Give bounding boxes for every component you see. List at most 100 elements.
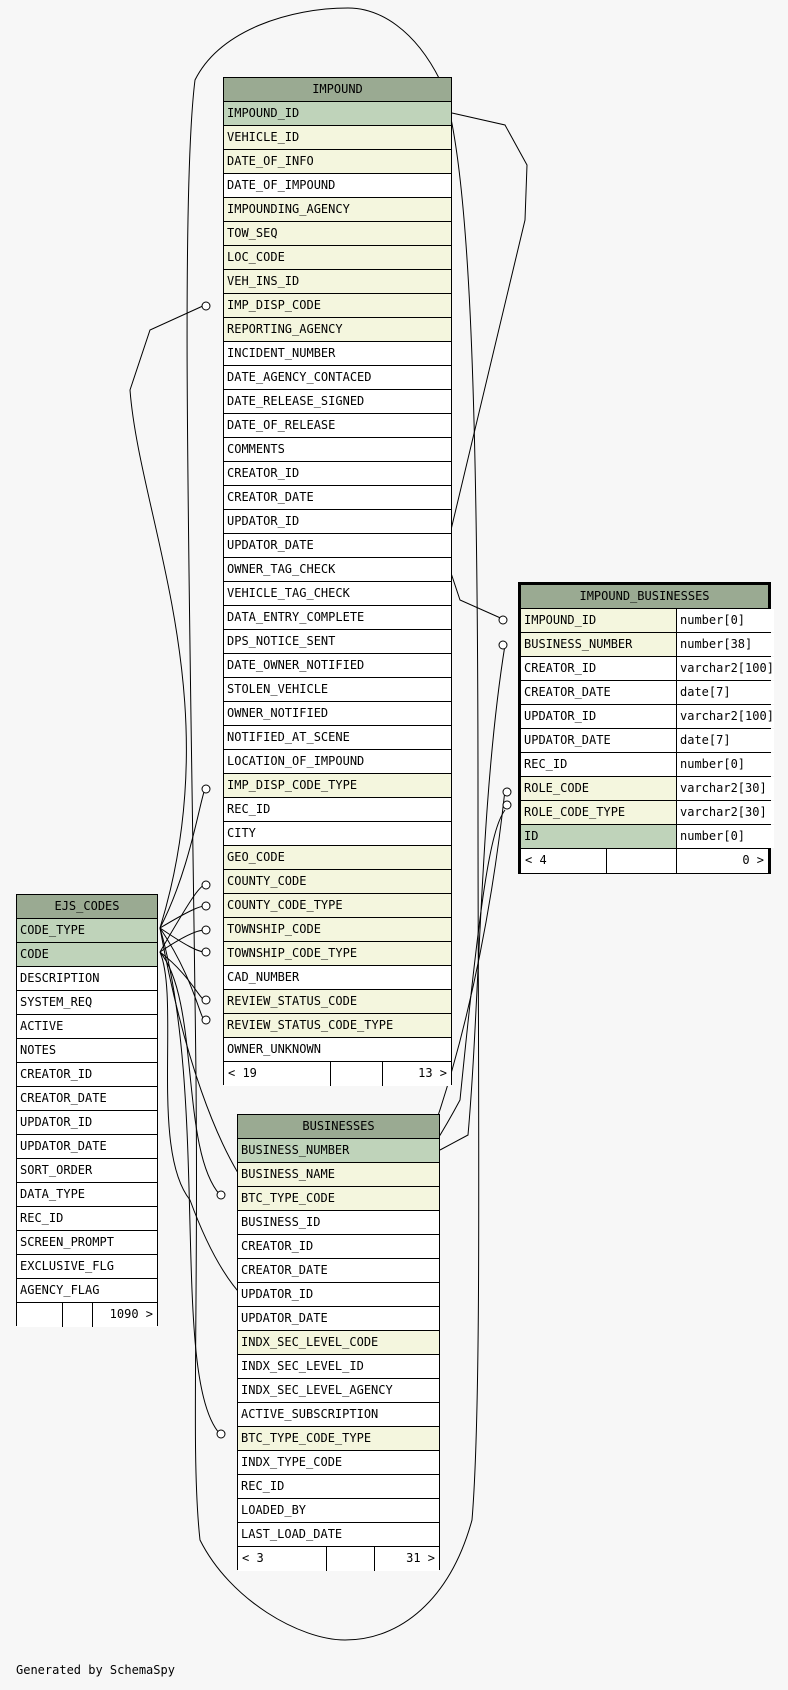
table-row[interactable]: STOLEN_VEHICLE (224, 678, 451, 702)
table-row[interactable]: UPDATOR_DATE (224, 534, 451, 558)
table-row[interactable]: OWNER_NOTIFIED (224, 702, 451, 726)
table-row[interactable]: SCREEN_PROMPT (17, 1231, 157, 1255)
column-name: GEO_CODE (227, 850, 285, 864)
column-name: ACTIVE_SUBSCRIPTION (241, 1407, 379, 1421)
table-row[interactable]: TOWNSHIP_CODE (224, 918, 451, 942)
table-row[interactable]: REVIEW_STATUS_CODE_TYPE (224, 1014, 451, 1038)
table-row[interactable]: LOADED_BY (238, 1499, 439, 1523)
column-name: BUSINESS_NUMBER (241, 1143, 350, 1157)
table-row[interactable]: ACTIVE (17, 1015, 157, 1039)
table-row[interactable]: CAD_NUMBER (224, 966, 451, 990)
table-row[interactable]: COUNTY_CODE_TYPE (224, 894, 451, 918)
table-row[interactable]: REPORTING_AGENCY (224, 318, 451, 342)
table-row[interactable]: CREATOR_DATE (224, 486, 451, 510)
table-row[interactable]: CODE (17, 943, 157, 967)
table-row[interactable]: DATE_OF_RELEASE (224, 414, 451, 438)
table-row[interactable]: DATE_OF_INFO (224, 150, 451, 174)
table-row[interactable]: UPDATOR_DATE (17, 1135, 157, 1159)
table-row[interactable]: DATE_OF_IMPOUND (224, 174, 451, 198)
table-row[interactable]: LOC_CODE (224, 246, 451, 270)
table-row[interactable]: BUSINESS_ID (238, 1211, 439, 1235)
table-row[interactable]: TOW_SEQ (224, 222, 451, 246)
table-row[interactable]: IMPOUND_ID (224, 102, 451, 126)
table-row[interactable]: NOTES (17, 1039, 157, 1063)
table-header[interactable]: BUSINESSES (238, 1115, 439, 1139)
table-row[interactable]: REVIEW_STATUS_CODE (224, 990, 451, 1014)
table-row[interactable]: IMP_DISP_CODE (224, 294, 451, 318)
table-row[interactable]: DATA_TYPE (17, 1183, 157, 1207)
table-row[interactable]: CREATOR_DATE (238, 1259, 439, 1283)
table-row[interactable]: UPDATOR_ID (17, 1111, 157, 1135)
table-row[interactable]: REC_ID (17, 1207, 157, 1231)
table-row[interactable]: INCIDENT_NUMBER (224, 342, 451, 366)
table-row[interactable]: NOTIFIED_AT_SCENE (224, 726, 451, 750)
column-name: INDX_SEC_LEVEL_CODE (241, 1335, 379, 1349)
table-row[interactable]: DESCRIPTION (17, 967, 157, 991)
table-row[interactable]: SYSTEM_REQ (17, 991, 157, 1015)
table-header[interactable]: IMPOUND_BUSINESSES (521, 585, 768, 609)
table-row[interactable]: REC_ID (224, 798, 451, 822)
table-row[interactable]: UPDATOR_ID (238, 1283, 439, 1307)
table-row[interactable]: OWNER_UNKNOWN (224, 1038, 451, 1062)
table-row[interactable]: UPDATOR_DATE (238, 1307, 439, 1331)
table-row[interactable]: DATE_OWNER_NOTIFIED (224, 654, 451, 678)
table-row[interactable]: DATA_ENTRY_COMPLETE (224, 606, 451, 630)
table-row[interactable]: BTC_TYPE_CODE_TYPE (238, 1427, 439, 1451)
table-row[interactable]: CREATOR_DATE (17, 1087, 157, 1111)
footer-divider (330, 1062, 331, 1086)
table-row[interactable]: LAST_LOAD_DATE (238, 1523, 439, 1547)
table-row[interactable]: IMP_DISP_CODE_TYPE (224, 774, 451, 798)
table-row[interactable]: VEH_INS_ID (224, 270, 451, 294)
table-row[interactable]: CITY (224, 822, 451, 846)
table-row[interactable]: INDX_SEC_LEVEL_AGENCY (238, 1379, 439, 1403)
relationship-marker (201, 901, 211, 911)
table-row[interactable]: LOCATION_OF_IMPOUND (224, 750, 451, 774)
table-row[interactable]: CREATOR_ID (238, 1235, 439, 1259)
table-row[interactable]: AGENCY_FLAG (17, 1279, 157, 1303)
table-row[interactable]: ACTIVE_SUBSCRIPTION (238, 1403, 439, 1427)
table-row[interactable]: INDX_SEC_LEVEL_ID (238, 1355, 439, 1379)
footer-divider (326, 1547, 327, 1571)
column-name: VEH_INS_ID (227, 274, 300, 288)
table-row[interactable]: GEO_CODE (224, 846, 451, 870)
table-row[interactable]: INDX_TYPE_CODE (238, 1451, 439, 1475)
table-row[interactable]: BTC_TYPE_CODE (238, 1187, 439, 1211)
relationship-line (159, 905, 206, 929)
table-row[interactable]: DATE_RELEASE_SIGNED (224, 390, 451, 414)
table-row[interactable]: BUSINESS_NAME (238, 1163, 439, 1187)
table-row[interactable]: CREATOR_ID (224, 462, 451, 486)
table-row[interactable]: DPS_NOTICE_SENT (224, 630, 451, 654)
table-row[interactable]: EXCLUSIVE_FLG (17, 1255, 157, 1279)
footer-divider (62, 1303, 63, 1327)
table-header[interactable]: IMPOUND (224, 78, 451, 102)
column-name: DATE_OF_INFO (227, 154, 314, 168)
table-row[interactable]: VEHICLE_TAG_CHECK (224, 582, 451, 606)
table-row[interactable]: DATE_AGENCY_CONTACED (224, 366, 451, 390)
table-row[interactable]: TOWNSHIP_CODE_TYPE (224, 942, 451, 966)
column-name: DPS_NOTICE_SENT (227, 634, 336, 648)
table-row[interactable]: CREATOR_ID (17, 1063, 157, 1087)
table-row[interactable]: COUNTY_CODE (224, 870, 451, 894)
table-row[interactable]: IMPOUNDING_AGENCY (224, 198, 451, 222)
table-row[interactable]: UPDATOR_ID (224, 510, 451, 534)
table-row[interactable]: OWNER_TAG_CHECK (224, 558, 451, 582)
table-row[interactable]: VEHICLE_ID (224, 126, 451, 150)
table-row[interactable]: BUSINESS_NUMBER (238, 1139, 439, 1163)
column-name: UPDATOR_ID (241, 1287, 314, 1301)
table-row[interactable]: CODE_TYPE (17, 919, 157, 943)
table-row[interactable]: REC_ID (238, 1475, 439, 1499)
table-row[interactable]: COMMENTS (224, 438, 451, 462)
table-row[interactable]: SORT_ORDER (17, 1159, 157, 1183)
table-header[interactable]: EJS_CODES (17, 895, 157, 919)
table-row[interactable]: INDX_SEC_LEVEL_CODE (238, 1331, 439, 1355)
